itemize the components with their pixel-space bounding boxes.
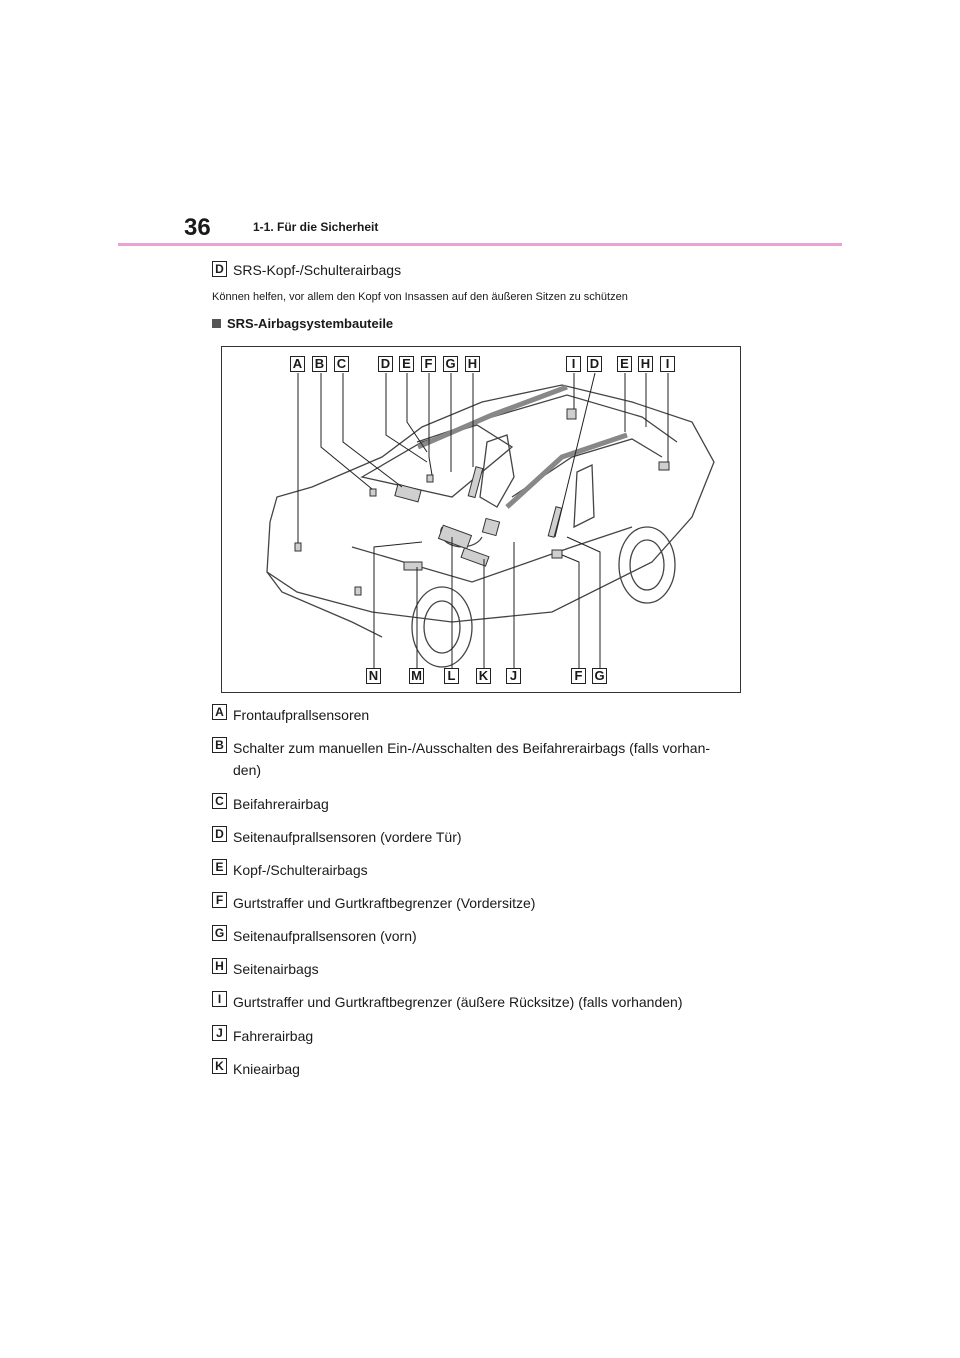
component-label: Fahrerairbag <box>233 1025 733 1047</box>
component-item-j: J Fahrerairbag <box>212 1025 733 1047</box>
top-label-e: E <box>617 356 632 372</box>
component-label: Frontaufprallsensoren <box>233 704 733 726</box>
bottom-label-g: G <box>592 668 607 684</box>
component-item-c: C Beifahrerairbag <box>212 793 733 815</box>
section-heading-text: SRS-Airbagsystembauteile <box>227 316 393 331</box>
ecu-module <box>404 562 422 570</box>
seat-module <box>482 518 499 535</box>
car-roof-rail <box>417 395 677 442</box>
component-label: Kopf-/Schulterairbags <box>233 859 733 881</box>
letter-badge: F <box>212 892 227 908</box>
component-label: Schalter zum manuellen Ein-/Ausschalten … <box>233 737 733 781</box>
door-sensor <box>370 489 376 496</box>
letter-badge: C <box>212 793 227 809</box>
top-label-i: I <box>660 356 675 372</box>
square-bullet-icon <box>212 319 221 328</box>
front-bumper <box>267 572 382 637</box>
front-seat <box>480 435 514 507</box>
curtain-airbag-front <box>418 387 567 447</box>
component-label: Seitenaufprallsensoren (vordere Tür) <box>233 826 733 848</box>
component-label: Seitenaufprallsensoren (vorn) <box>233 925 733 947</box>
top-label-d: D <box>587 356 602 372</box>
pretensioner-front <box>427 475 433 482</box>
front-sensor-left <box>295 543 301 551</box>
side-airbag-rear <box>548 507 562 538</box>
letter-badge: D <box>212 826 227 842</box>
bottom-label-m: M <box>409 668 424 684</box>
letter-badge: A <box>212 704 227 720</box>
front-sensor-right <box>355 587 361 595</box>
driver-airbag-module <box>439 525 472 548</box>
component-item-b: B Schalter zum manuellen Ein-/Ausschalten… <box>212 737 733 781</box>
header-rule <box>118 243 842 246</box>
pretensioner-rear <box>552 550 562 558</box>
top-label-h: H <box>465 356 480 372</box>
top-label-e: E <box>399 356 414 372</box>
bottom-label-f: F <box>571 668 586 684</box>
letter-badge: E <box>212 859 227 875</box>
component-item-e: E Kopf-/Schulterairbags <box>212 859 733 881</box>
rear-seat <box>574 465 594 527</box>
component-item-a: A Frontaufprallsensoren <box>212 704 733 726</box>
letter-badge: J <box>212 1025 227 1041</box>
rear-sensor <box>659 462 669 470</box>
component-item-g: G Seitenaufprallsensoren (vorn) <box>212 925 733 947</box>
component-item-h: H Seitenairbags <box>212 958 733 980</box>
bottom-label-n: N <box>366 668 381 684</box>
component-item-k: K Knieairbag <box>212 1058 733 1080</box>
intro-note: Können helfen, vor allem den Kopf von In… <box>212 291 628 303</box>
top-label-h: H <box>638 356 653 372</box>
letter-badge: H <box>212 958 227 974</box>
page-number: 36 <box>184 214 211 242</box>
section-title: 1-1. Für die Sicherheit <box>253 220 378 234</box>
knee-airbag-module <box>461 548 489 566</box>
car-floor <box>352 527 632 582</box>
top-label-f: F <box>421 356 436 372</box>
leader-line-F2 <box>562 555 579 669</box>
bottom-label-j: J <box>506 668 521 684</box>
component-item-d: D Seitenaufprallsensoren (vordere Tür) <box>212 826 733 848</box>
front-wheel <box>412 587 472 667</box>
top-label-b: B <box>312 356 327 372</box>
component-label: Seitenairbags <box>233 958 733 980</box>
section-heading: SRS-Airbagsystembauteile <box>212 316 393 331</box>
letter-badge: I <box>212 991 227 1007</box>
bottom-label-k: K <box>476 668 491 684</box>
component-label: Beifahrerairbag <box>233 793 733 815</box>
top-label-g: G <box>443 356 458 372</box>
intro-label: SRS-Kopf-/Schulterairbags <box>233 262 401 278</box>
pillar-sensor <box>567 409 576 419</box>
component-label: Gurtstraffer und Gurtkraftbegrenzer (Vor… <box>233 892 733 914</box>
component-label: Knieairbag <box>233 1058 733 1080</box>
top-label-i: I <box>566 356 581 372</box>
letter-badge: K <box>212 1058 227 1074</box>
component-item-i: I Gurtstraffer und Gurtkraftbegrenzer (äu… <box>212 991 733 1013</box>
bottom-label-l: L <box>444 668 459 684</box>
leader-line-G2 <box>567 537 600 669</box>
intro-letter-badge: D <box>212 261 227 277</box>
top-label-d: D <box>378 356 393 372</box>
component-label: Gurtstraffer und Gurtkraftbegrenzer (äuß… <box>233 991 733 1013</box>
component-item-f: F Gurtstraffer und Gurtkraftbegrenzer (Vo… <box>212 892 733 914</box>
letter-badge: G <box>212 925 227 941</box>
letter-badge: B <box>212 737 227 753</box>
top-label-c: C <box>334 356 349 372</box>
vehicle-illustration <box>222 347 740 692</box>
top-label-a: A <box>290 356 305 372</box>
front-wheel-rim <box>424 601 460 653</box>
passenger-airbag-module <box>395 484 421 502</box>
